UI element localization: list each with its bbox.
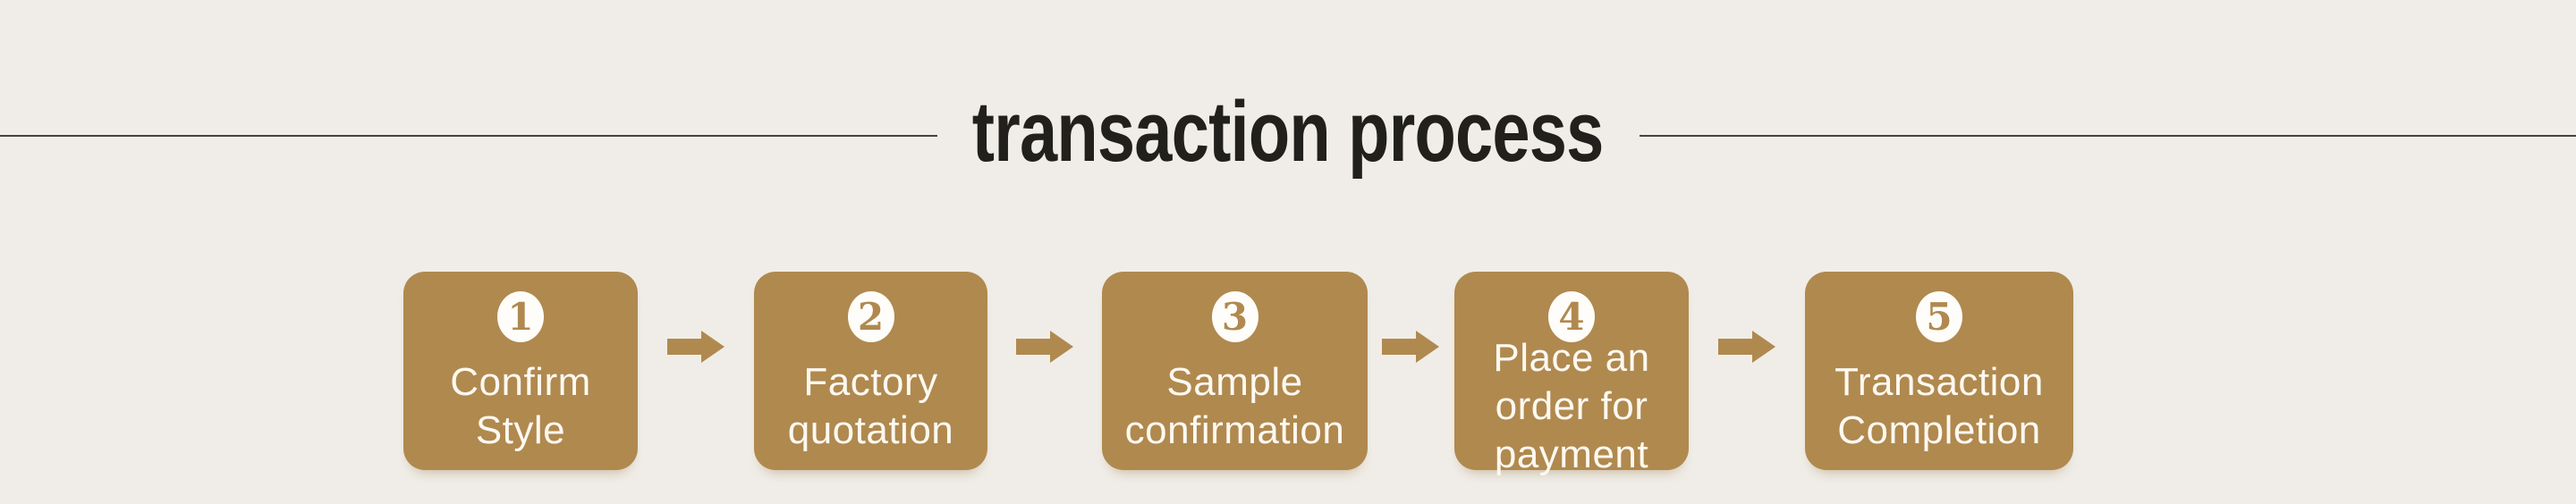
step-number-badge: 5	[1916, 291, 1962, 342]
step-label: Sample confirmation	[1124, 359, 1345, 452]
step-number-badge: 1	[497, 291, 544, 342]
arrow-right-icon	[1382, 331, 1439, 363]
title-rule-right	[1640, 135, 2576, 137]
arrow-right-icon	[1016, 331, 1073, 363]
step-label: Transaction Completion	[1835, 359, 2044, 452]
step-number-badge: 2	[847, 291, 894, 342]
step-label: Confirm Style	[450, 359, 591, 452]
process-step-1: 1 Confirm Style	[403, 272, 638, 470]
step-number-badge: 4	[1548, 291, 1595, 342]
process-step-2: 2 Factory quotation	[754, 272, 987, 470]
process-step-3: 3 Sample confirmation	[1102, 272, 1368, 470]
step-number-badge: 3	[1211, 291, 1258, 342]
arrow-right-icon	[667, 331, 724, 363]
title-row: transaction process	[0, 89, 2576, 175]
process-step-5: 5 Transaction Completion	[1805, 272, 2073, 470]
title-rule-left	[0, 135, 937, 137]
step-label: Factory quotation	[787, 359, 954, 452]
step-label: Place an order for payment	[1493, 335, 1650, 476]
process-step-4: 4 Place an order for payment	[1454, 272, 1689, 476]
arrow-right-icon	[1718, 331, 1775, 363]
page-title: transaction process	[972, 84, 1605, 180]
